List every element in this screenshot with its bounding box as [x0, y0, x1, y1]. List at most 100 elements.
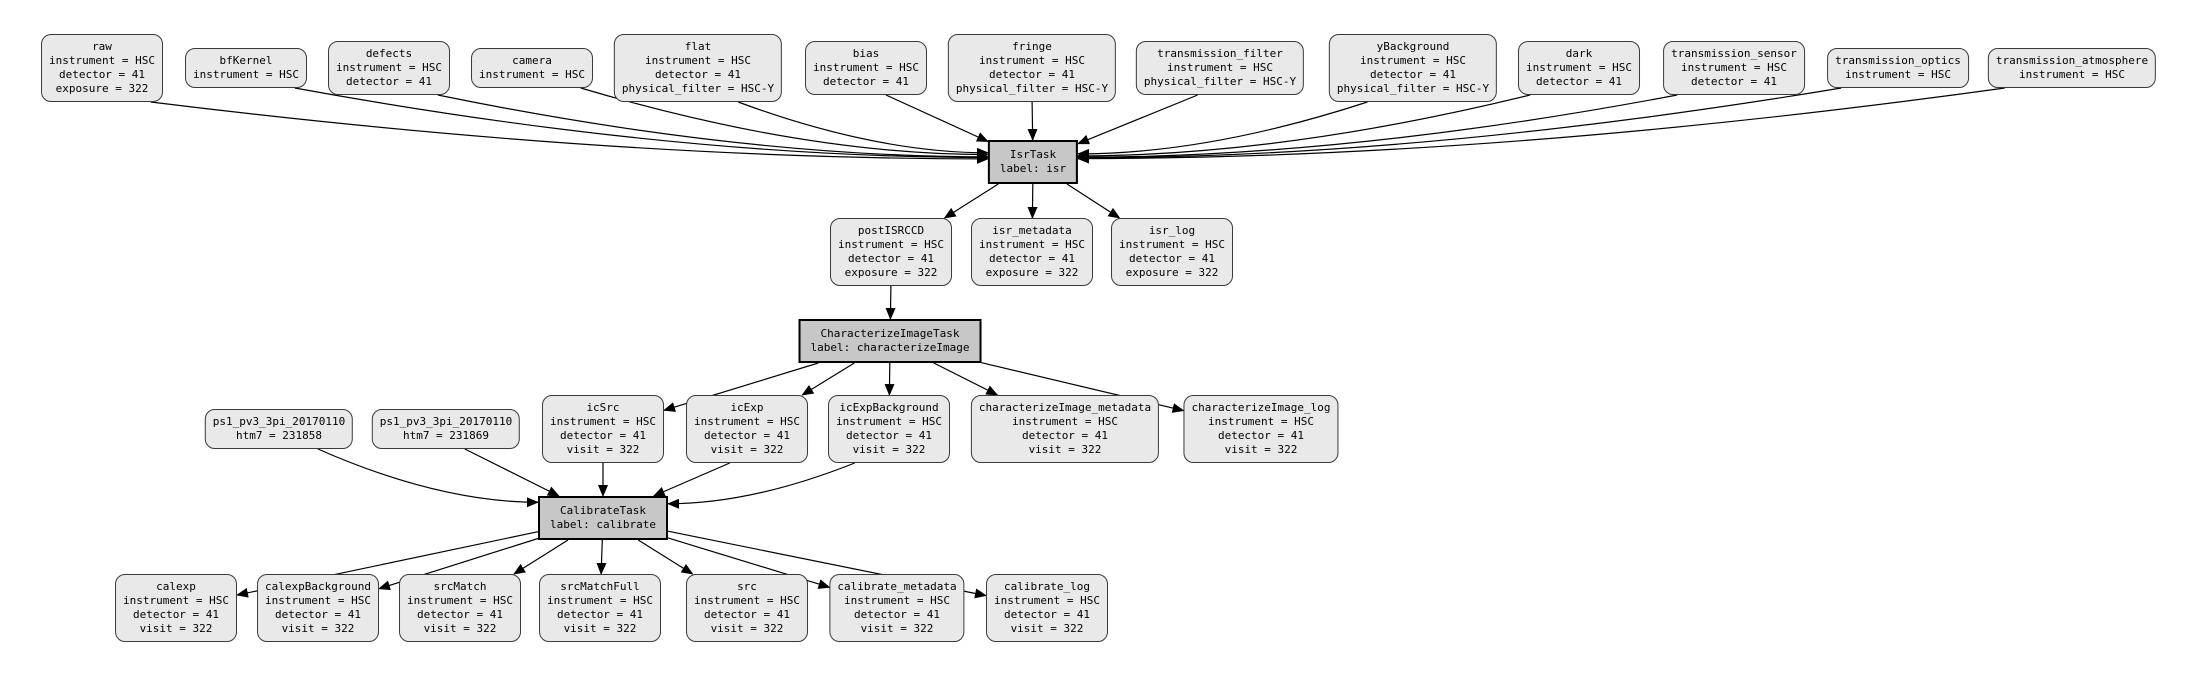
node-dimension: instrument = HSC: [1012, 415, 1118, 428]
edge-transmission_sensor-to-isr: [1077, 94, 1678, 163]
node-dimension: instrument = HSC: [836, 415, 942, 428]
node-title: raw: [92, 40, 112, 53]
node-dimension: detector = 41: [132, 608, 220, 621]
node-dimension: instrument = HSC: [49, 54, 155, 67]
node-title: srcMatchFull: [560, 580, 640, 593]
node-dimension: detector = 41: [847, 252, 935, 265]
node-title: CharacterizeImageTask: [820, 327, 960, 340]
node-title: bfKernel: [219, 54, 273, 67]
node-dimension: instrument = HSC: [645, 54, 751, 67]
node-dimension: instrument = HSC: [1526, 61, 1632, 74]
node-dimension: instrument = HSC: [550, 415, 656, 428]
node-dimension: detector = 41: [988, 68, 1076, 81]
node-dimension: instrument = HSC: [979, 238, 1085, 251]
node-dimension: detector = 41: [845, 429, 933, 442]
node-title: isr_log: [1148, 224, 1196, 237]
node-title: defects: [365, 47, 413, 60]
node-dimension: instrument = HSC: [1167, 61, 1273, 74]
node-title: calibrate_log: [1003, 580, 1091, 593]
node-title: transmission_filter: [1157, 47, 1283, 60]
node-dimension: instrument = HSC: [994, 594, 1100, 607]
node-dimension: instrument = HSC: [1845, 68, 1951, 81]
node-dimension: visit = 322: [139, 622, 213, 635]
node-dimension: visit = 322: [860, 622, 934, 635]
edge-bias-to-isr: [885, 94, 989, 143]
node-dimension: instrument = HSC: [2019, 68, 2125, 81]
node-dimension: detector = 41: [1128, 252, 1216, 265]
edge-ps1_231869-to-calibrate: [464, 448, 560, 497]
node-dimension: label: characterizeImage: [810, 341, 970, 354]
node-title: icExp: [730, 401, 764, 414]
node-dimension: instrument = HSC: [1360, 54, 1466, 67]
node-title: isr_metadata: [992, 224, 1072, 237]
node-dimension: detector = 41: [853, 608, 941, 621]
node-dimension: visit = 322: [710, 443, 784, 456]
node-dimension: instrument = HSC: [838, 238, 944, 251]
node-title: dark: [1565, 47, 1593, 60]
edge-postISRCCD-to-characterizeImage: [885, 285, 896, 320]
edge-calibrate-to-srcMatch: [513, 539, 569, 575]
node-dimension: detector = 41: [1369, 68, 1457, 81]
node-dimension: instrument = HSC: [479, 68, 585, 81]
node-dimension: instrument = HSC: [694, 594, 800, 607]
node-title: ps1_pv3_3pi_20170110: [212, 415, 346, 428]
node-dimension: htm7 = 231869: [402, 429, 490, 442]
edge-yBackground-to-isr: [1077, 101, 1368, 159]
node-dimension: instrument = HSC: [336, 61, 442, 74]
node-title: calexpBackground: [265, 580, 371, 593]
edge-characterizeImage-to-icExp: [801, 362, 855, 396]
node-title: calibrate_metadata: [837, 580, 957, 593]
node-dimension: detector = 41: [274, 608, 362, 621]
node-title: transmission_atmosphere: [1995, 54, 2149, 67]
node-title: yBackground: [1376, 40, 1450, 53]
node-title: characterizeImage_metadata: [978, 401, 1152, 414]
node-title: icSrc: [586, 401, 620, 414]
node-dimension: visit = 322: [1224, 443, 1298, 456]
edge-bfKernel-to-isr: [294, 87, 989, 163]
edge-ps1_231858-to-calibrate: [317, 448, 539, 508]
node-dimension: instrument = HSC: [813, 61, 919, 74]
node-dimension: exposure = 322: [55, 82, 149, 95]
node-dimension: detector = 41: [416, 608, 504, 621]
node-dimension: visit = 322: [281, 622, 355, 635]
node-dimension: physical_filter = HSC-Y: [1143, 75, 1297, 88]
edge-icExp-to-calibrate: [652, 462, 730, 497]
node-dimension: detector = 41: [654, 68, 742, 81]
node-dimension: instrument = HSC: [123, 594, 229, 607]
node-title: icExpBackground: [839, 401, 939, 414]
edge-characterizeImage-to-characterizeImage_metadata: [933, 362, 999, 396]
node-dimension: instrument = HSC: [1681, 61, 1787, 74]
node-dimension: visit = 322: [1010, 622, 1084, 635]
edge-transmission_atmosphere-to-isr: [1077, 87, 2005, 164]
edge-icExpBackground-to-calibrate: [667, 462, 855, 509]
node-dimension: visit = 322: [566, 443, 640, 456]
node-dimension: detector = 41: [988, 252, 1076, 265]
node-title: postISRCCD: [857, 224, 925, 237]
node-title: calexp: [156, 580, 196, 593]
node-dimension: detector = 41: [345, 75, 433, 88]
node-dimension: detector = 41: [556, 608, 644, 621]
node-title: transmission_sensor: [1671, 47, 1797, 60]
